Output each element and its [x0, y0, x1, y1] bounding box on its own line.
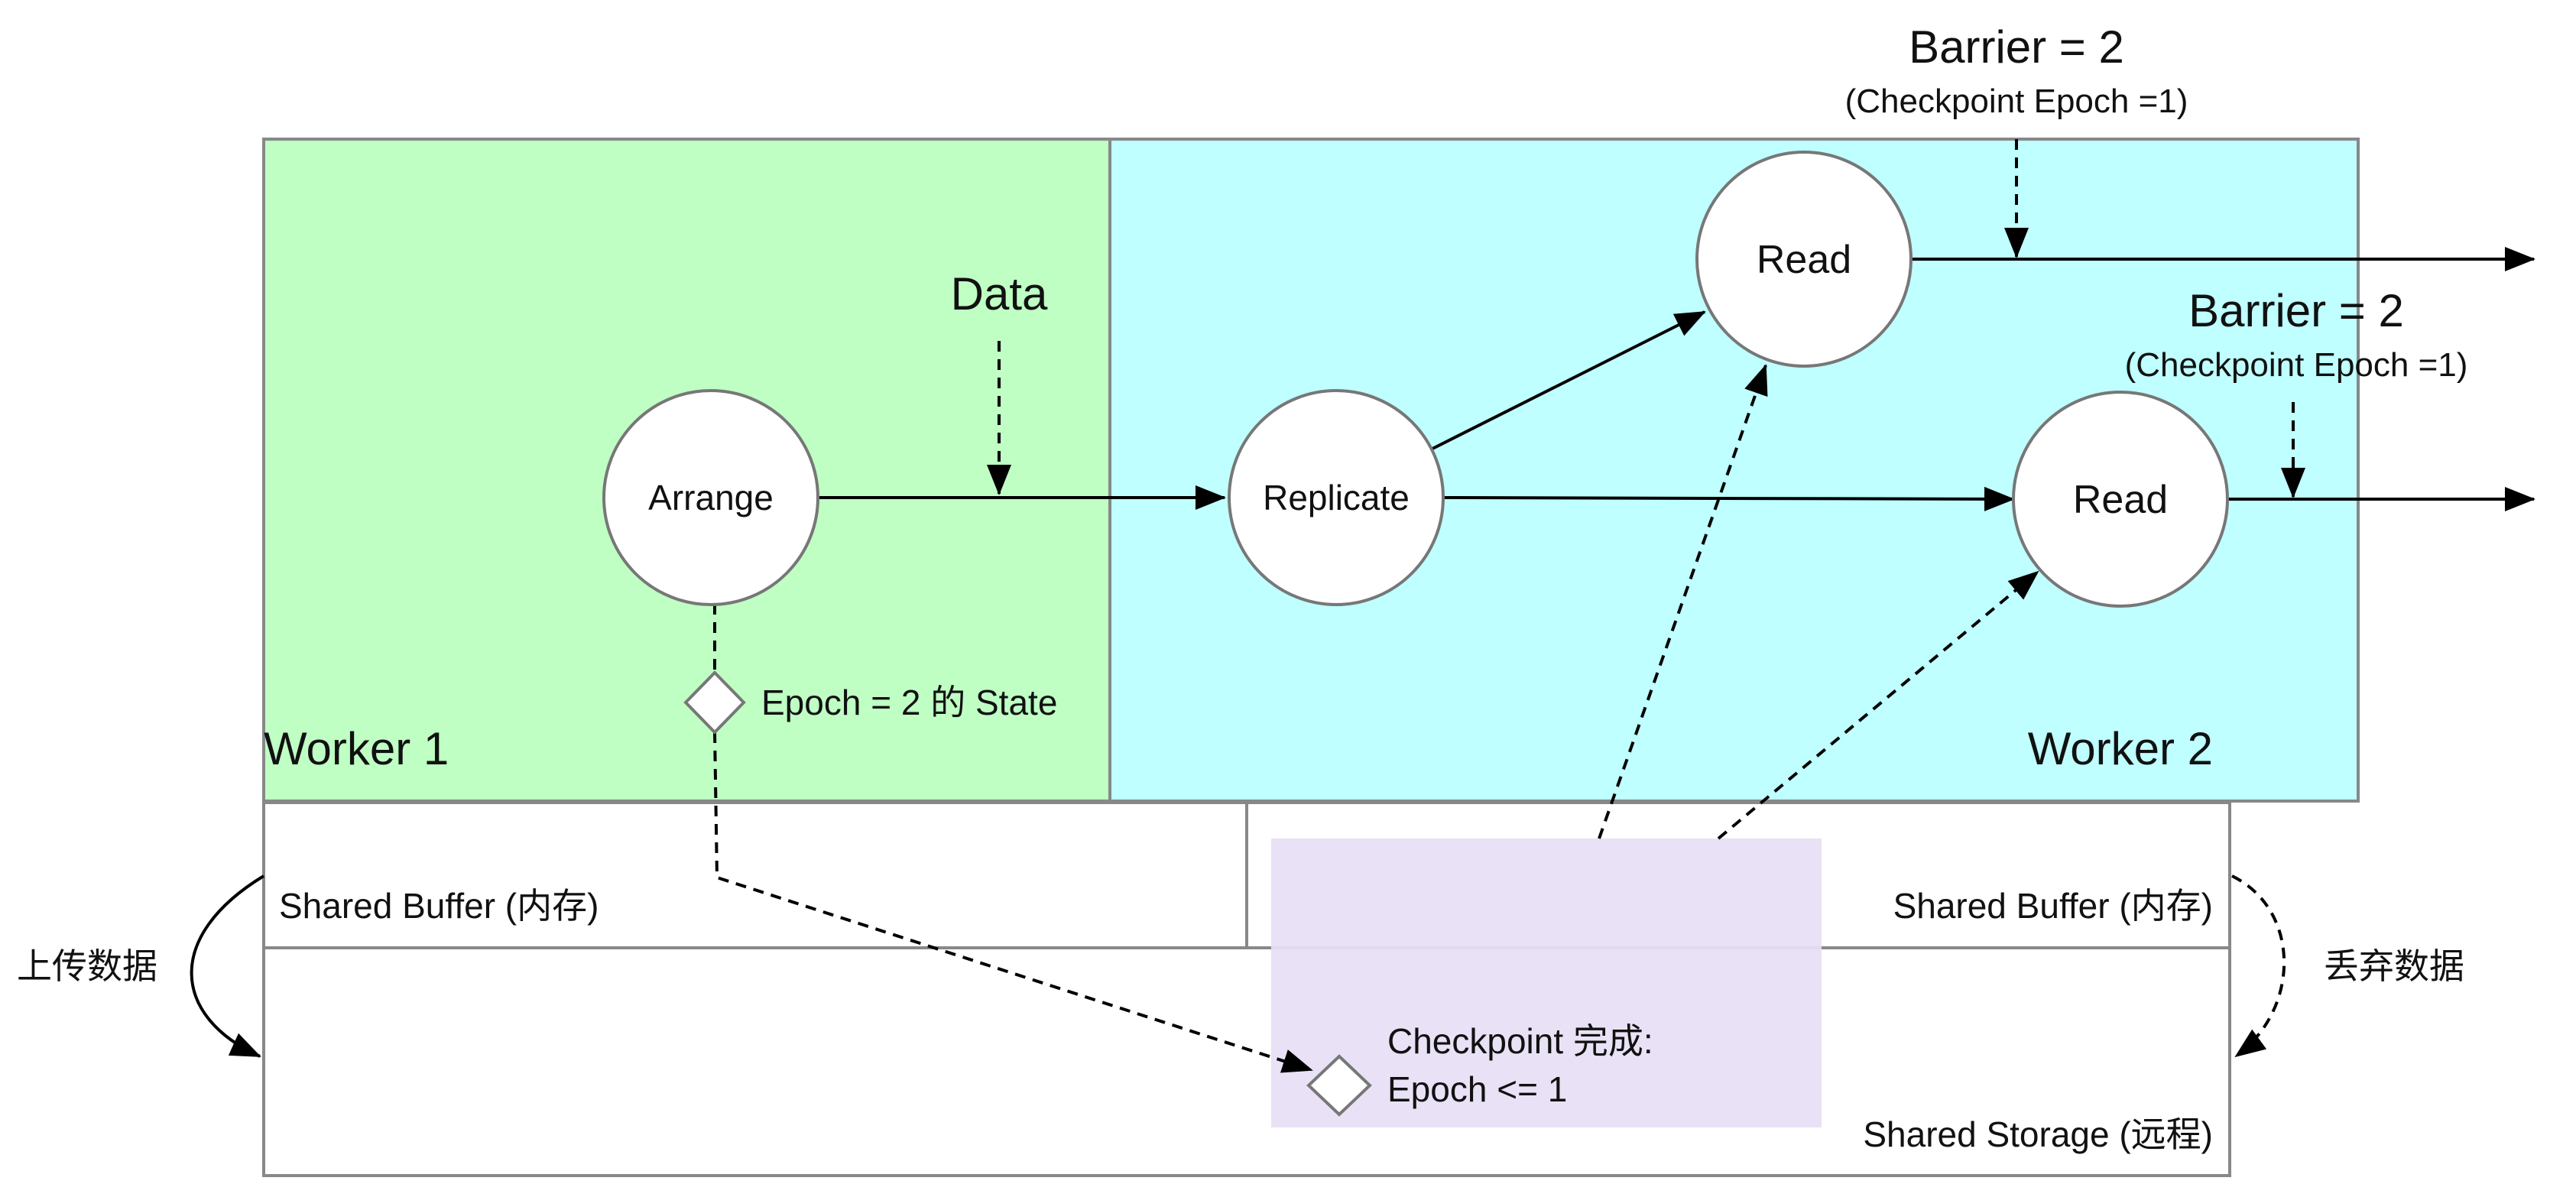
- read-top-label: Read: [1757, 238, 1851, 282]
- read-top-node: [1695, 151, 1913, 368]
- upload-data-label: 上传数据: [17, 946, 157, 986]
- arrow-upload-data: [190, 874, 265, 1058]
- arrange-label: Arrange: [648, 478, 774, 517]
- checkpoint-diamond: [1306, 1054, 1372, 1117]
- replicate-label: Replicate: [1263, 478, 1410, 517]
- data-label: Data: [951, 268, 1048, 320]
- arrow-storage-to-read-top: [1598, 364, 1768, 839]
- read-bottom-node: [2012, 391, 2229, 608]
- shared-buffer-left-box: [262, 801, 1248, 949]
- barrier-top-label: Barrier = 2: [1909, 21, 2124, 73]
- discard-data-label: 丢弃数据: [2324, 946, 2464, 986]
- arrange-node: [602, 389, 819, 606]
- checkpoint-label-line2: Epoch <= 1: [1387, 1069, 1567, 1109]
- worker2-label: Worker 2: [2028, 723, 2213, 774]
- worker1-label: Worker 1: [264, 723, 449, 774]
- arrow-replicate-to-read-bottom: [1442, 486, 2015, 511]
- arrow-storage-to-read-bottom: [1717, 570, 2039, 840]
- shared-storage-box: [262, 946, 2231, 1177]
- epoch-state-diamond: [683, 670, 746, 735]
- barrier-top-sublabel: (Checkpoint Epoch =1): [1845, 83, 2188, 120]
- shared-buffer-left-label: Shared Buffer (内存): [279, 886, 599, 926]
- epoch-state-label: Epoch = 2 的 State: [761, 683, 1057, 722]
- shared-storage-label: Shared Storage (远程): [1863, 1114, 2213, 1154]
- replicate-node: [1228, 389, 1445, 606]
- read-bottom-label: Read: [2073, 478, 2168, 522]
- barrier-right-label: Barrier = 2: [2188, 285, 2404, 336]
- shared-buffer-right-label: Shared Buffer (内存): [1893, 886, 2213, 926]
- barrier-right-sublabel: (Checkpoint Epoch =1): [2125, 346, 2468, 384]
- arrow-replicate-to-read-top: [1430, 310, 1706, 451]
- checkpoint-label-line1: Checkpoint 完成:: [1387, 1021, 1653, 1061]
- arrow-discard-data: [2231, 874, 2286, 1058]
